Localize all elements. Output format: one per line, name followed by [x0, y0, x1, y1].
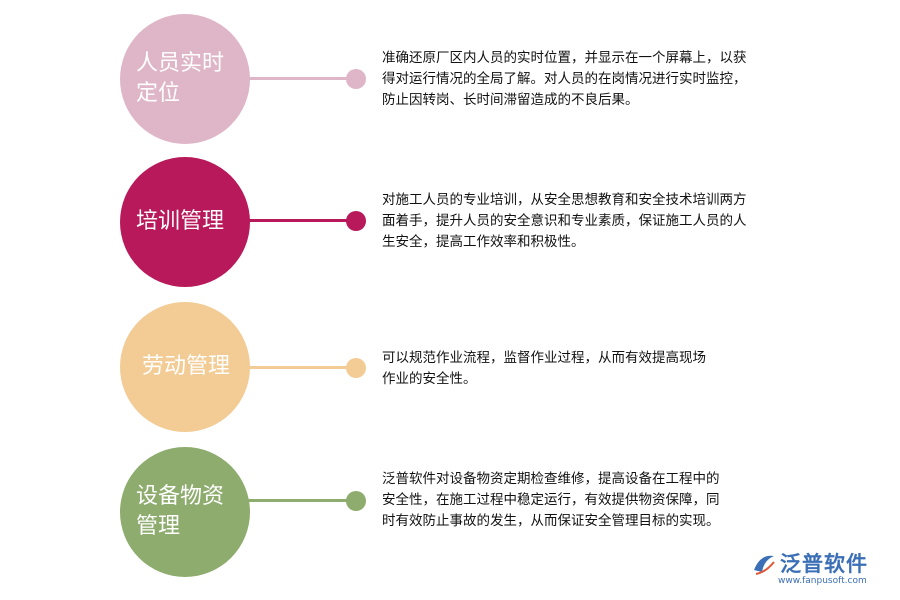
- diagram-item: 人员实时定位 准确还原厂区内人员的实时位置，并显示在一个屏幕上，以获得对运行情况…: [0, 14, 900, 154]
- brand-swoosh-icon: [754, 555, 775, 575]
- category-description: 可以规范作业流程，监督作业过程，从而有效提高现场作业的安全性。: [382, 350, 706, 387]
- diagram-item: 劳动管理 可以规范作业流程，监督作业过程，从而有效提高现场作业的安全性。: [0, 302, 900, 442]
- connector-dot: [346, 491, 366, 511]
- connector-line: [248, 366, 358, 369]
- category-title: 设备物资管理: [136, 484, 225, 539]
- category-description: 泛普软件对设备物资定期检查维修，提高设备在工程中的安全性，在施工过程中稳定运行，…: [382, 471, 720, 529]
- diagram-item: 培训管理 对施工人员的专业培训，从安全思想教育和安全技术培训两方面着手，提升人员…: [0, 157, 900, 297]
- connector-dot: [346, 211, 366, 231]
- connector-line: [248, 499, 358, 502]
- category-circle: 设备物资管理: [120, 447, 250, 577]
- category-description: 对施工人员的专业培训，从安全思想教育和安全技术培训两方面着手，提升人员的安全意识…: [382, 192, 747, 250]
- brand-name: 泛普软件: [780, 552, 868, 576]
- category-circle: 劳动管理: [120, 302, 250, 432]
- connector-line: [248, 77, 358, 80]
- category-title: 人员实时定位: [136, 51, 225, 106]
- diagram-item: 设备物资管理 泛普软件对设备物资定期检查维修，提高设备在工程中的安全性，在施工过…: [0, 447, 900, 587]
- category-circle: 人员实时定位: [120, 14, 250, 144]
- connector-dot: [346, 69, 366, 89]
- category-title: 培训管理: [136, 209, 225, 234]
- category-circle: 培训管理: [120, 157, 250, 287]
- category-title: 劳动管理: [142, 354, 231, 379]
- connector-dot: [346, 358, 366, 378]
- brand-url: www.fanpusoft.com: [778, 576, 867, 586]
- category-description: 准确还原厂区内人员的实时位置，并显示在一个屏幕上，以获得对运行情况的全局了解。对…: [382, 50, 747, 108]
- brand-logo: 泛普软件 www.fanpusoft.com: [750, 546, 890, 594]
- connector-line: [248, 219, 358, 222]
